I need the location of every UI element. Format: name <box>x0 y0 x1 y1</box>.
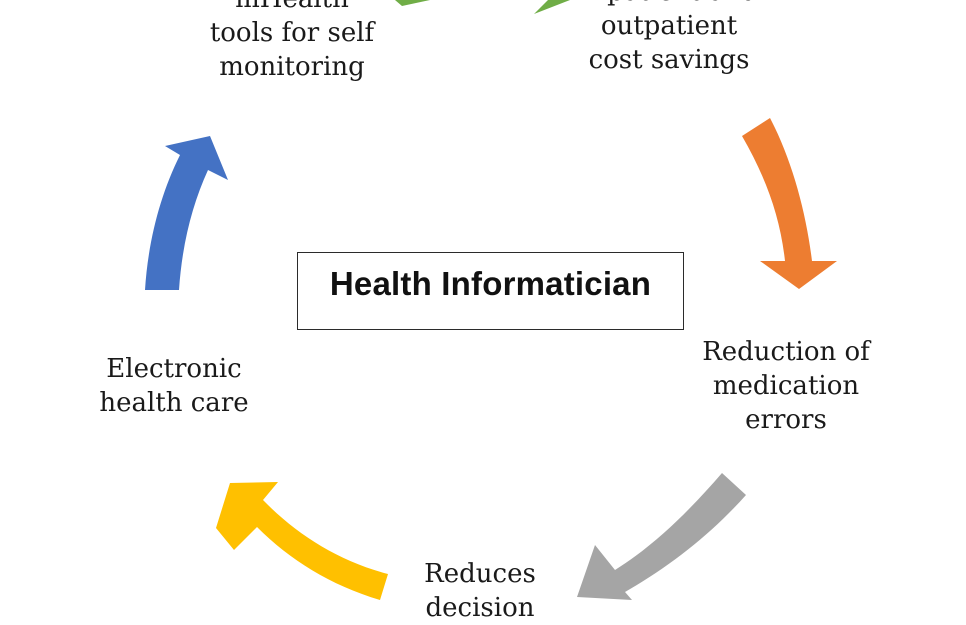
green-arrow-left-tip <box>395 0 430 6</box>
center-title: Health Informatician <box>329 265 652 302</box>
node-line: Reduces <box>424 559 536 589</box>
node-line: monitoring <box>219 52 365 82</box>
node-line: Reduction of <box>702 337 870 367</box>
node-line: cost savings <box>588 45 750 75</box>
cycle-diagram: mHealth tools for self monitoring Inpati… <box>84 0 886 623</box>
node-line: tools for self <box>209 18 375 48</box>
node-line: Inpatient and <box>562 0 776 9</box>
node-line: health care <box>99 388 249 418</box>
node-line: Electronic <box>106 354 242 384</box>
node-line: mHealth <box>190 0 394 16</box>
node-reduces-decision: Reduces decision <box>398 557 562 625</box>
yellow-arrow <box>216 482 388 600</box>
blue-arrow <box>145 136 228 290</box>
node-line: outpatient <box>600 11 738 41</box>
node-line: errors <box>745 405 827 435</box>
node-electronic-health-care: Electronic health care <box>84 352 264 420</box>
node-line: decision <box>425 593 535 623</box>
cycle-arrows <box>145 0 837 600</box>
node-mhealth-tools: mHealth tools for self monitoring <box>190 0 394 84</box>
center-box: Health Informatician <box>297 252 684 330</box>
node-cost-savings: Inpatient and outpatient cost savings <box>562 0 776 77</box>
node-line: medication <box>712 371 860 401</box>
node-medication-errors: Reduction of medication errors <box>686 335 886 437</box>
green-arrow-right-tip <box>534 0 570 14</box>
orange-arrow <box>742 118 837 289</box>
gray-arrow <box>577 473 746 600</box>
